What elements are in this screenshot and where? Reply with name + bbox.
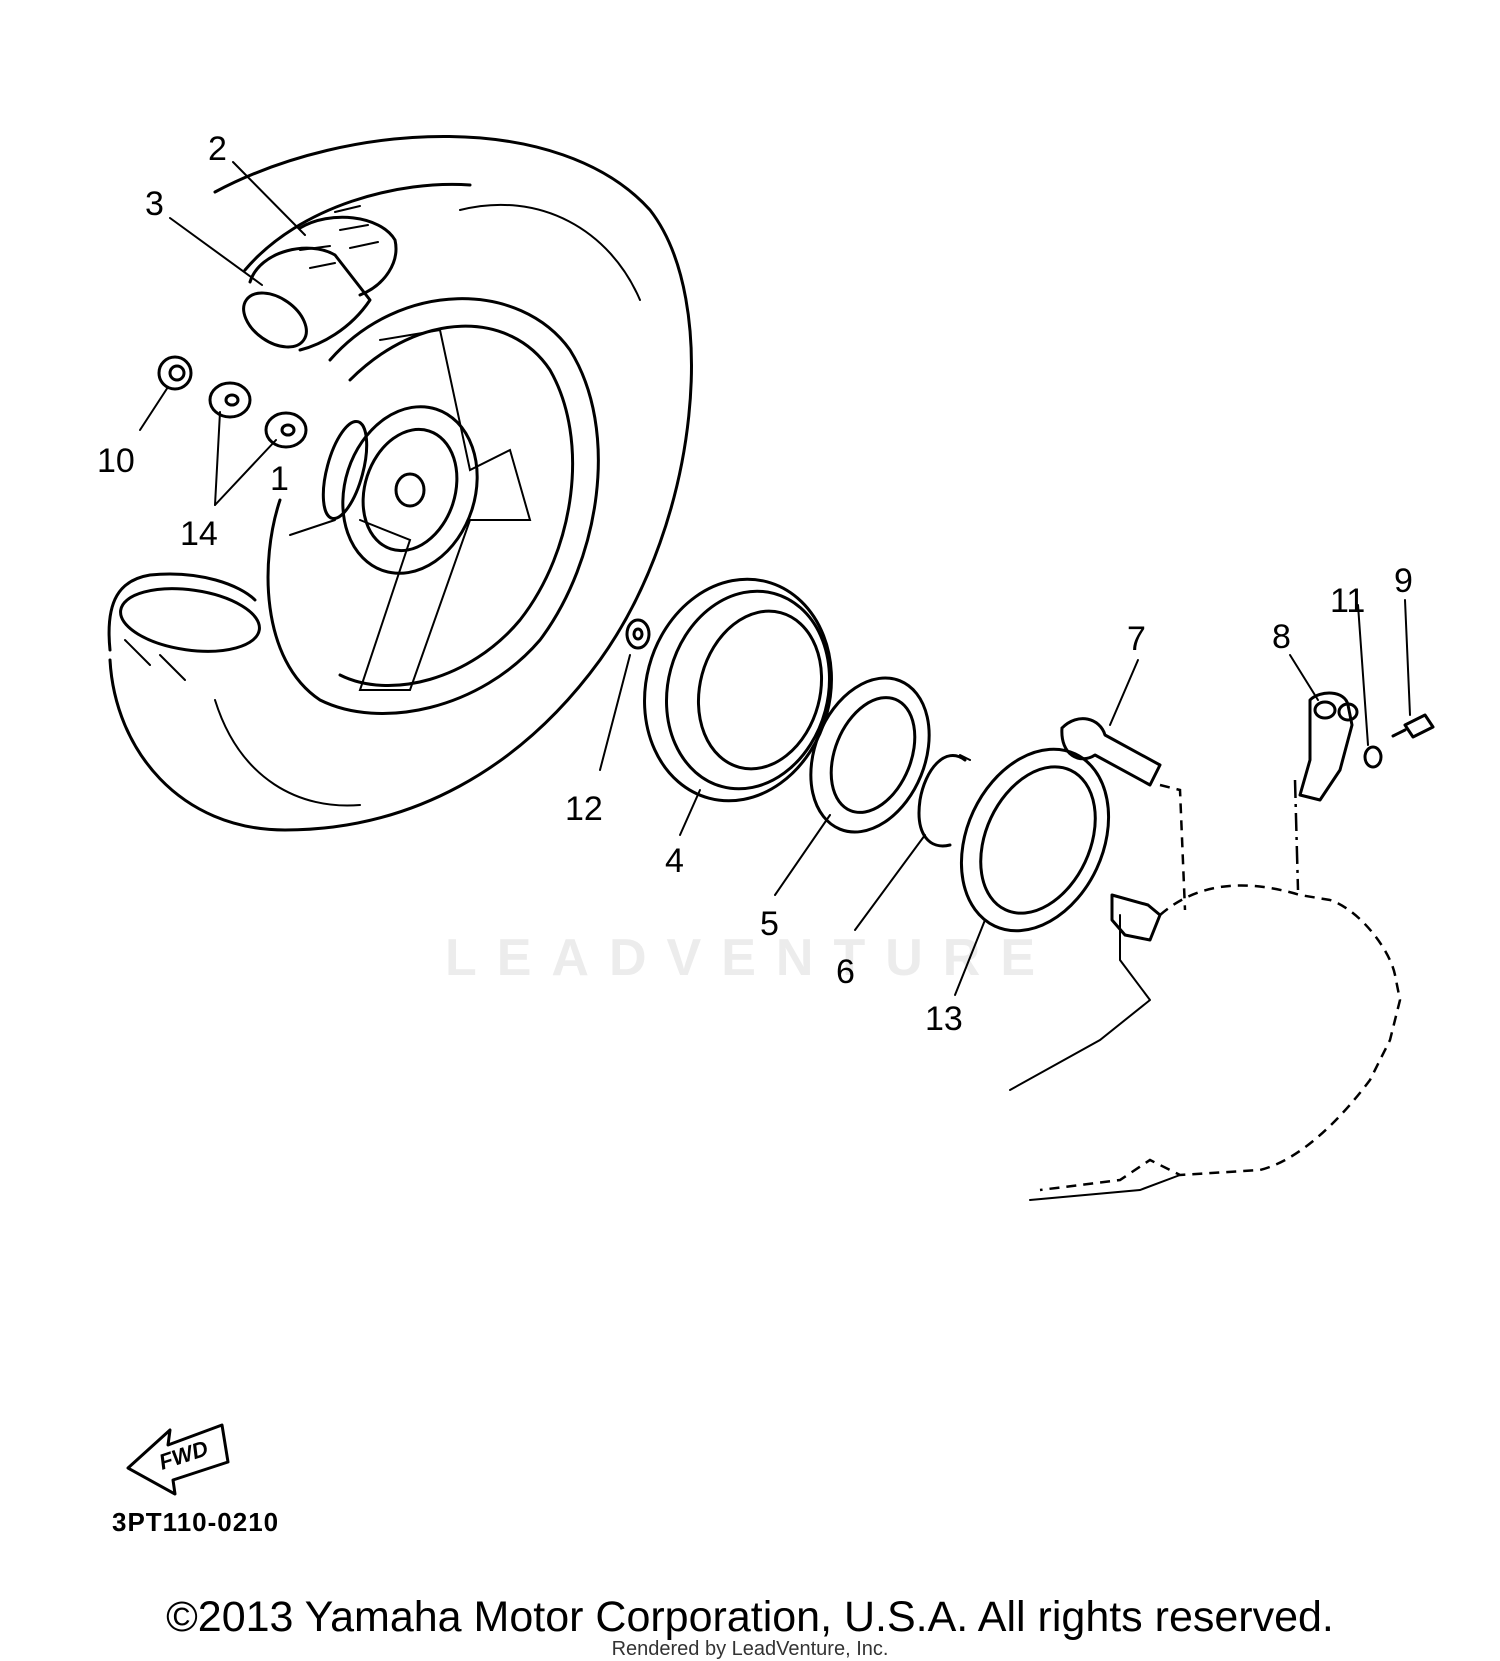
callout-2: 2: [208, 130, 227, 168]
watermark-text: LEADVENTURE: [444, 929, 1056, 987]
callout-5: 5: [760, 905, 779, 943]
callout-3: 3: [145, 185, 164, 223]
callout-7: 7: [1127, 620, 1146, 658]
callout-4: 4: [665, 842, 684, 880]
copyright-notice: ©2013 Yamaha Motor Corporation, U.S.A. A…: [166, 1593, 1334, 1641]
callout-numbers: 1 2 3 4 5 6 7 8 9 10 11 12 13 14: [97, 130, 1413, 1038]
callout-14: 14: [180, 515, 218, 553]
wheel-rim-drawing: [266, 297, 600, 715]
brake-shoes-drawing: [809, 676, 931, 834]
callout-6: 6: [836, 953, 855, 991]
figure-code: 3PT110-0210: [112, 1507, 280, 1537]
engine-case-outline: [1009, 884, 1402, 1201]
brake-cover-drawing: [643, 577, 833, 803]
rendered-by-credit: Rendered by LeadVenture, Inc.: [611, 1638, 889, 1660]
callout-10: 10: [97, 442, 135, 480]
callout-9: 9: [1394, 562, 1413, 600]
callout-8: 8: [1272, 618, 1291, 656]
callout-1: 1: [270, 460, 289, 498]
tire-drawing: [107, 134, 693, 832]
tube-valve-drawing: [242, 215, 398, 352]
callout-11: 11: [1330, 582, 1365, 620]
seal-13-drawing: [959, 747, 1111, 933]
leader-lines: [139, 161, 1411, 996]
clip-6-drawing: [917, 754, 971, 848]
washer-12-drawing: [625, 618, 651, 650]
cam-shaft-7-drawing: [1060, 717, 1187, 911]
brake-arm-drawing: [1293, 691, 1435, 891]
callout-12: 12: [565, 790, 603, 828]
hardware-small-parts: [157, 355, 308, 449]
callout-13: 13: [925, 1000, 963, 1038]
fwd-direction-arrow: FWD: [126, 1423, 230, 1496]
